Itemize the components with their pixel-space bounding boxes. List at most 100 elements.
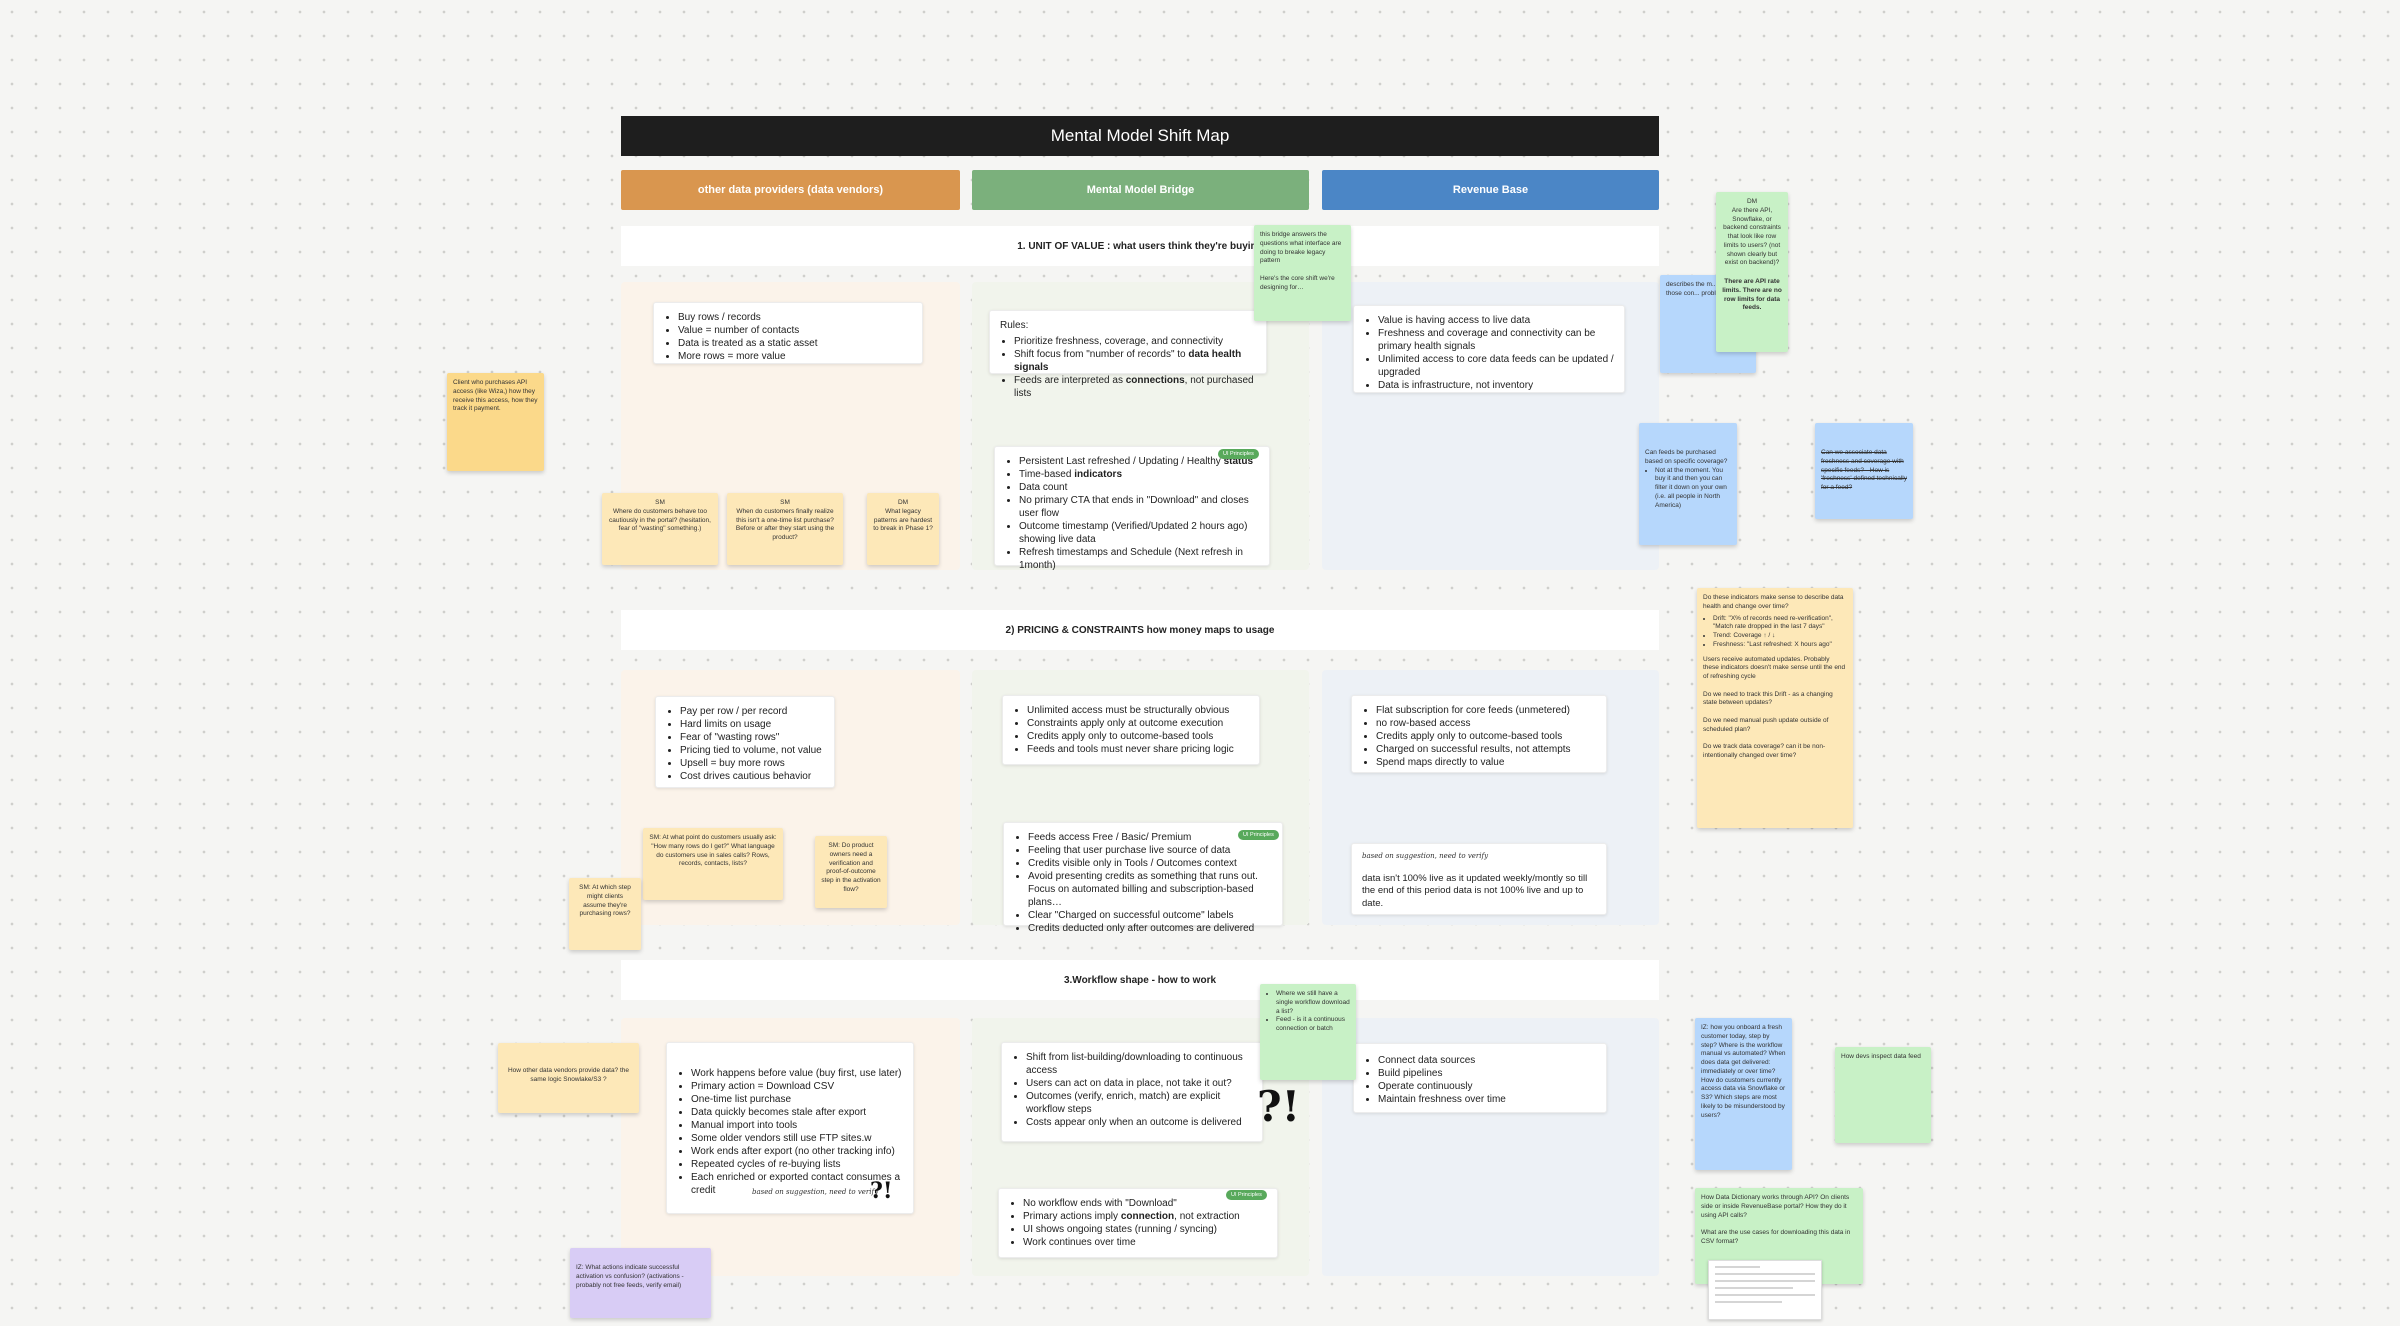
ui-principles-badge: UI Principles xyxy=(1226,1190,1267,1200)
list-item: Unlimited access to core data feeds can … xyxy=(1378,353,1614,379)
board-title: Mental Model Shift Map xyxy=(621,116,1659,156)
list-item: Shift focus from "number of records" to … xyxy=(1014,348,1256,374)
list-item: Each enriched or exported contact consum… xyxy=(691,1171,903,1197)
list-item: Clear "Charged on successful outcome" la… xyxy=(1028,909,1272,922)
card-bridge-workflow: Shift from list-building/downloading to … xyxy=(1001,1042,1263,1142)
list-item: Feed - is it a continuous connection or … xyxy=(1276,1016,1350,1034)
card-bridge-ui-principles: Persistent Last refreshed / Updating / H… xyxy=(994,446,1270,571)
list-item: Trend: Coverage ↑ / ↓ xyxy=(1713,632,1847,641)
list-item: More rows = more value xyxy=(678,350,912,363)
column-header-revenue: Revenue Base xyxy=(1322,170,1659,210)
list-item: Maintain freshness over time xyxy=(1378,1093,1596,1106)
sticky-sm-limits[interactable]: SM: At what point do customers usually a… xyxy=(643,828,783,900)
list-item: Feeds and tools must never share pricing… xyxy=(1027,743,1249,756)
list-item: Feeds are interpreted as connections, no… xyxy=(1014,374,1256,400)
card-revenue-value: Value is having access to live data Fres… xyxy=(1353,305,1625,393)
sticky-indicators[interactable]: Do these indicators make sense to descri… xyxy=(1697,588,1853,828)
sticky-vendors-provide[interactable]: How other data vendors provide data? the… xyxy=(498,1043,639,1113)
sticky-freshness[interactable]: Can we associate data freshness and cove… xyxy=(1815,423,1913,519)
sticky-onboard[interactable]: IZ: how you onboard a fresh customer tod… xyxy=(1695,1018,1792,1170)
list-item: Where we still have a single workflow do… xyxy=(1276,990,1350,1016)
ui-principles-badge: UI Principles xyxy=(1238,830,1279,840)
section-title-workflow: 3.Workflow shape - how to work xyxy=(621,960,1659,1000)
sticky-dm-legacy[interactable]: DM What legacy patterns are hardest to b… xyxy=(867,493,939,565)
sticky-bridge-note[interactable]: this bridge answers the questions what i… xyxy=(1254,225,1351,321)
list-item: Some older vendors still use FTP sites.w xyxy=(691,1132,903,1145)
list-item: Freshness and coverage and connectivity … xyxy=(1378,327,1614,353)
section-title-unit-of-value: 1. UNIT OF VALUE : what users think they… xyxy=(621,226,1659,266)
sticky-dm-api[interactable]: DM Are there API, Snowflake, or backend … xyxy=(1716,192,1788,352)
sticky-text: Can feeds be purchased based on specific… xyxy=(1645,449,1728,465)
list-item: Time-based indicators xyxy=(1019,468,1259,481)
list-item: No workflow ends with "Download" xyxy=(1023,1197,1267,1210)
list-item: Freshness: "Last refreshed: X hours ago" xyxy=(1713,641,1847,650)
list-item: Outcome timestamp (Verified/Updated 2 ho… xyxy=(1019,520,1259,546)
card-vendor-workflow: Work happens before value (buy first, us… xyxy=(666,1042,914,1214)
list-item: Value = number of contacts xyxy=(678,324,912,337)
list-item: Credits deducted only after outcomes are… xyxy=(1028,922,1272,935)
list-item: Connect data sources xyxy=(1378,1054,1596,1067)
sticky-coverage[interactable]: Can feeds be purchased based on specific… xyxy=(1639,423,1737,545)
rules-label: Rules: xyxy=(1000,320,1029,331)
list-item: Feeds access Free / Basic/ Premium xyxy=(1028,831,1272,844)
list-item: Not at the moment. You buy it and then y… xyxy=(1655,467,1731,511)
list-item: Avoid presenting credits as something th… xyxy=(1028,870,1272,909)
card-revenue-live-note: based on suggestion, need to verify data… xyxy=(1351,843,1607,915)
sticky-actions[interactable]: IZ: What actions indicate successful act… xyxy=(570,1248,711,1318)
screenshot-thumbnail[interactable] xyxy=(1708,1260,1822,1320)
list-item: Work continues over time xyxy=(1023,1236,1267,1249)
list-item: Credits apply only to outcome-based tool… xyxy=(1376,730,1596,743)
list-item: Primary action = Download CSV xyxy=(691,1080,903,1093)
sticky-devs-inspect[interactable]: How devs inspect data feed xyxy=(1835,1047,1931,1143)
list-item: Users can act on data in place, not take… xyxy=(1026,1077,1252,1090)
list-item: Fear of "wasting rows" xyxy=(680,731,824,744)
list-item: Work ends after export (no other trackin… xyxy=(691,1145,903,1158)
list-item: Build pipelines xyxy=(1378,1067,1596,1080)
card-revenue-pricing: Flat subscription for core feeds (unmete… xyxy=(1351,695,1607,773)
card-revenue-workflow: Connect data sources Build pipelines Ope… xyxy=(1353,1043,1607,1113)
sticky-sm-owners[interactable]: SM: Do product owners need a verificatio… xyxy=(815,836,887,908)
list-item: Constraints apply only at outcome execut… xyxy=(1027,717,1249,730)
sticky-sm-stop[interactable]: SM: At which step might clients assume t… xyxy=(569,878,641,950)
list-item: Value is having access to live data xyxy=(1378,314,1614,327)
sticky-client-api[interactable]: Client who purchases API access (like Wi… xyxy=(447,373,544,471)
list-item: Shift from list-building/downloading to … xyxy=(1026,1051,1252,1077)
sticky-text: Do these indicators make sense to descri… xyxy=(1703,594,1844,610)
section-title-pricing: 2) PRICING & CONSTRAINTS how money maps … xyxy=(621,610,1659,650)
list-item: Drift: "X% of records need re-verificati… xyxy=(1713,615,1847,633)
list-item: Data quickly becomes stale after export xyxy=(691,1106,903,1119)
sticky-text: describes the m... model those con... pr… xyxy=(1666,281,1737,297)
handwritten-note: based on suggestion, need to verify xyxy=(1362,852,1489,860)
sticky-answer: There are API rate limits. There are no … xyxy=(1722,278,1782,312)
list-item: no row-based access xyxy=(1376,717,1596,730)
card-vendor-value: Buy rows / records Value = number of con… xyxy=(653,302,923,364)
list-item: One-time list purchase xyxy=(691,1093,903,1106)
list-item: Hard limits on usage xyxy=(680,718,824,731)
card-bridge-pricing: Unlimited access must be structurally ob… xyxy=(1002,695,1260,765)
sticky-sm-realize[interactable]: SM When do customers finally realize thi… xyxy=(727,493,843,565)
list-item: Pricing tied to volume, not value xyxy=(680,744,824,757)
list-item: Charged on successful results, not attem… xyxy=(1376,743,1596,756)
list-item: Data is infrastructure, not inventory xyxy=(1378,379,1614,392)
list-item: Upsell = buy more rows xyxy=(680,757,824,770)
question-exclamation-mark: ?! xyxy=(1257,1082,1301,1131)
column-header-vendors: other data providers (data vendors) xyxy=(621,170,960,210)
list-item: Credits visible only in Tools / Outcomes… xyxy=(1028,857,1272,870)
list-item: Persistent Last refreshed / Updating / H… xyxy=(1019,455,1259,468)
card-vendor-pricing: Pay per row / per record Hard limits on … xyxy=(655,696,835,788)
live-data-note: data isn't 100% live as it updated weekl… xyxy=(1362,873,1588,909)
ui-principles-badge: UI Principles xyxy=(1218,449,1259,459)
sticky-sm-cautious[interactable]: SM Where do customers behave too cautiou… xyxy=(602,493,718,565)
list-item: No primary CTA that ends in "Download" a… xyxy=(1019,494,1259,520)
handwritten-note: based on suggestion, need to verify xyxy=(752,1188,879,1196)
card-bridge-rules: Rules: Prioritize freshness, coverage, a… xyxy=(989,310,1267,399)
list-item: Spend maps directly to value xyxy=(1376,756,1596,769)
list-item: Costs appear only when an outcome is del… xyxy=(1026,1116,1252,1129)
sticky-text: DM Are there API, Snowflake, or backend … xyxy=(1723,198,1781,267)
sticky-workflow-ask[interactable]: Where we still have a single workflow do… xyxy=(1260,984,1356,1080)
column-header-bridge: Mental Model Bridge xyxy=(972,170,1309,210)
sticky-text: Can we associate data freshness and cove… xyxy=(1821,449,1907,492)
list-item: Work happens before value (buy first, us… xyxy=(691,1067,903,1080)
list-item: Operate continuously xyxy=(1378,1080,1596,1093)
list-item: Feeling that user purchase live source o… xyxy=(1028,844,1272,857)
